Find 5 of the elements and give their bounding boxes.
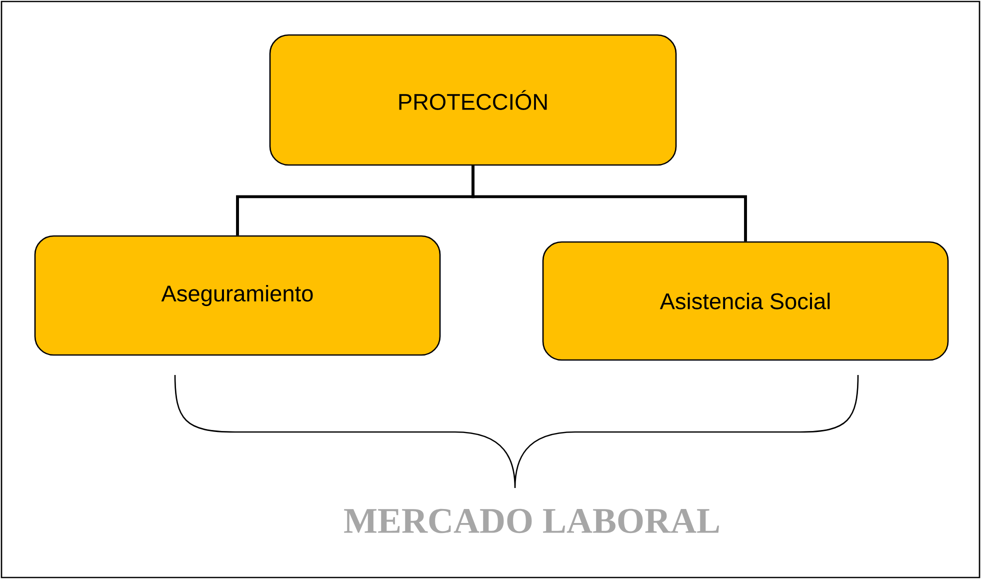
caption-text: MERCADO LABORAL <box>344 508 719 534</box>
process-box: PROTECCIÓN <box>269 34 677 166</box>
connector <box>472 166 747 242</box>
process-box: Asistencia Social <box>542 241 949 361</box>
process-box: Aseguramiento <box>34 235 441 356</box>
